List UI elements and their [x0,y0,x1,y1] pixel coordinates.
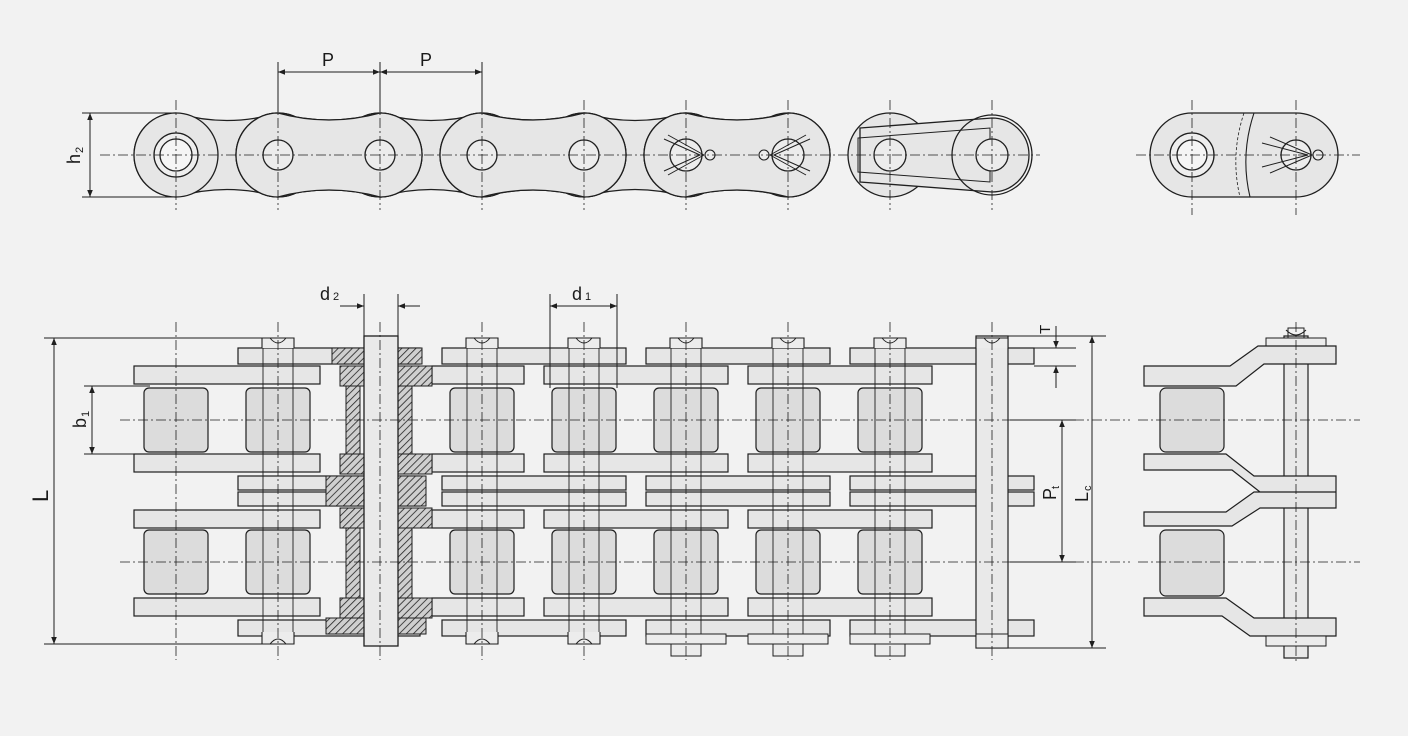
svg-text:c: c [1082,485,1094,491]
inner-plate [543,453,729,473]
svg-text:1: 1 [80,411,92,417]
overall-length-label: L [28,490,53,502]
roller [1159,529,1225,597]
svg-text:h: h [64,154,84,164]
pitch-label-1: P [322,50,334,70]
section-bushing [397,527,413,599]
inner-plate [747,509,933,529]
svg-text:T: T [1037,325,1054,334]
offset-plate [1143,597,1337,637]
pin-rivet [575,638,593,645]
pin-rivet [269,638,287,645]
inner-plate [747,365,933,385]
cotter-leg [1261,142,1309,156]
middle-plate [1143,453,1337,527]
cotter-leg [1261,154,1309,168]
cotter-leg [663,138,701,156]
offset-plate [1143,345,1337,387]
cotter-leg [663,154,701,172]
pin-rivet [473,638,491,645]
inner-plate [543,365,729,385]
cotter-leg [667,154,705,176]
connecting-plate [859,117,1030,193]
outer-plate [645,475,831,491]
svg-text:d: d [572,284,582,304]
inner-plate [543,509,729,529]
chain-plan-view [120,322,1130,660]
svg-text:L: L [28,490,53,502]
pin-diameter-label: d 2 [320,284,339,304]
outer-plate [645,491,831,507]
inner-plate [133,453,321,473]
cotter-leg [773,154,811,172]
inner-plate [431,509,525,529]
inner-plate [431,365,525,385]
svg-text:t: t [1050,486,1062,489]
svg-text:2: 2 [74,147,86,153]
spring-clip [857,127,991,183]
inner-plate [543,597,729,617]
roller-diameter-label: d 1 [572,284,591,304]
chain-section-view [1138,322,1360,664]
outer-plate [441,475,627,491]
chain-end-view [1136,100,1360,215]
chain-side-view [100,100,1040,210]
svg-text:L: L [1072,492,1092,502]
cotter-leg [1269,154,1313,174]
outer-plate [645,347,831,365]
svg-text:2: 2 [333,291,339,303]
inner-plate [431,453,525,473]
inner-plate [133,597,321,617]
plate-height-label: h 2 [64,147,86,164]
pitch-label-2: P [420,50,432,70]
plate-thickness-label: T [1037,325,1054,334]
section-pin [363,335,399,647]
section-bushing [345,527,361,599]
svg-text:b: b [70,418,90,428]
connecting-length-label: L c [1072,485,1094,502]
cotter-leg [769,154,807,176]
svg-text:1: 1 [585,291,591,303]
svg-text:P: P [1040,488,1060,500]
outer-plate [441,491,627,507]
inner-plate [747,453,933,473]
transverse-pitch-label: P t [1040,486,1062,500]
cotter-leg [1269,136,1313,156]
cotter-leg [773,138,811,156]
dimension-lines [44,62,1106,649]
svg-text:d: d [320,284,330,304]
outer-plate [441,347,627,365]
inner-plate [133,365,321,385]
outer-plate [645,619,831,637]
inner-plate [747,597,933,617]
inner-plate [431,597,525,617]
inner-width-label: b 1 [70,411,92,428]
inner-plate [133,509,321,529]
